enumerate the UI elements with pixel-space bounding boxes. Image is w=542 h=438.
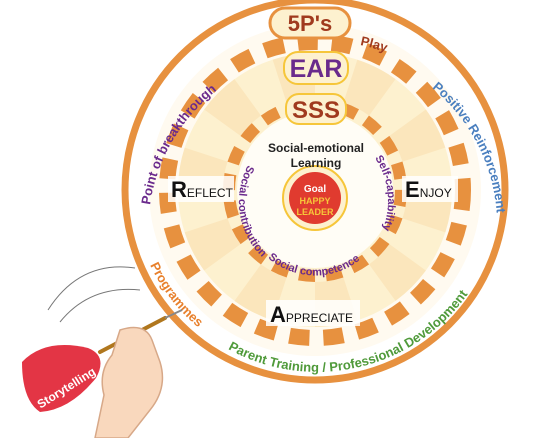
double-ring xyxy=(159,34,471,346)
segment-wedge xyxy=(389,109,446,162)
svg-text:ENJOY: ENJOY xyxy=(405,177,452,202)
goal-happy: HAPPY xyxy=(299,196,330,206)
appreciate-rest: PPRECIATE xyxy=(286,311,353,325)
triple-ring xyxy=(223,98,407,282)
sss-pill: SSS xyxy=(285,93,347,125)
reflect-label: REFLECT xyxy=(168,176,234,202)
dart-tip xyxy=(164,309,183,319)
segment-wedge xyxy=(184,218,241,271)
reflect-initial: R xyxy=(171,177,187,202)
enjoy-rest: NJOY xyxy=(420,186,452,200)
sel-title-line1: Social-emotional xyxy=(268,141,364,155)
bull-center xyxy=(289,172,341,224)
svg-text:REFLECT: REFLECT xyxy=(171,177,234,202)
title-text: 5P's xyxy=(288,11,332,36)
goal-label: Goal xyxy=(304,184,326,195)
svg-text:APPRECIATE: APPRECIATE xyxy=(270,302,353,327)
segment-wedge xyxy=(369,244,426,301)
ear-pill: EAR xyxy=(283,51,349,85)
dart-flight xyxy=(22,345,101,412)
hand-shape xyxy=(94,326,164,438)
enjoy-initial: E xyxy=(405,177,420,202)
appreciate-label: APPRECIATE xyxy=(266,300,360,327)
motion-lines xyxy=(47,266,141,323)
title-pill: 5P's xyxy=(268,6,352,40)
dartboard xyxy=(121,0,509,384)
segment-wedge xyxy=(343,59,396,116)
goal-leader: LEADER xyxy=(296,207,334,217)
sss-text: SSS xyxy=(292,97,340,124)
reflect-rest: EFLECT xyxy=(187,186,234,200)
enjoy-label: ENJOY xyxy=(402,176,458,202)
sel-title-line2: Learning xyxy=(291,156,342,170)
ear-text: EAR xyxy=(290,55,343,83)
appreciate-initial: A xyxy=(270,302,286,327)
segment-wedge xyxy=(204,79,261,136)
